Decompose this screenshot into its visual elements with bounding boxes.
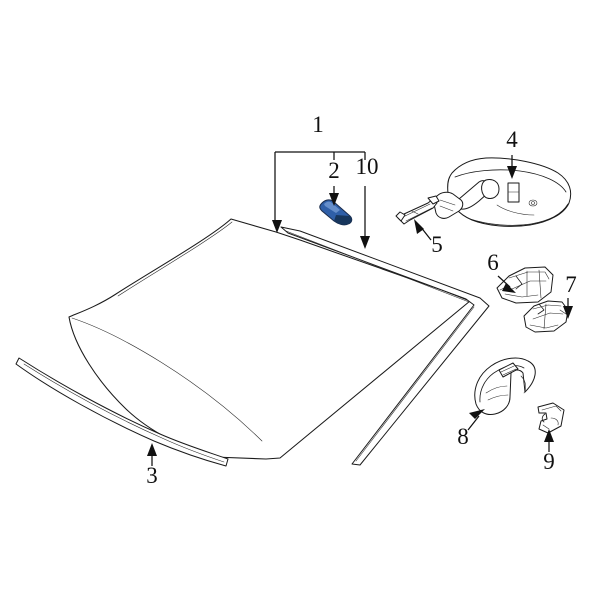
leader-5 [414,219,432,241]
leader-2 [329,186,339,206]
callout-label-8: 8 [457,424,469,449]
rain-sensor-cover [319,199,353,226]
leader-6 [497,275,516,293]
leader-4 [507,155,517,179]
leader-1 [272,151,366,233]
callout-label-5: 5 [431,232,443,257]
callout-label-3: 3 [146,463,158,488]
callout-label-1: 1 [312,112,324,137]
callout-label-10: 10 [356,154,379,179]
callout-label-2: 2 [328,158,340,183]
callout-label-7: 7 [565,272,577,297]
callout-label-4: 4 [506,127,518,152]
leader-8 [467,409,485,431]
leader-7 [563,298,573,319]
inside-rearview-mirror [433,157,572,227]
windshield-upper-molding [280,226,490,466]
leader-10 [360,186,370,249]
leader-9 [544,429,554,452]
callout-label-9: 9 [543,449,555,474]
callout-label-6: 6 [487,250,499,275]
sensor-bracket-lower [523,300,569,333]
mirror-mount-bracket [395,195,440,225]
windshield-lower-molding [15,357,229,467]
leader-3 [147,443,157,466]
mirror-cover-shroud [474,357,536,415]
mirror-retaining-clip [537,402,565,434]
sensor-bracket-upper [496,266,554,304]
